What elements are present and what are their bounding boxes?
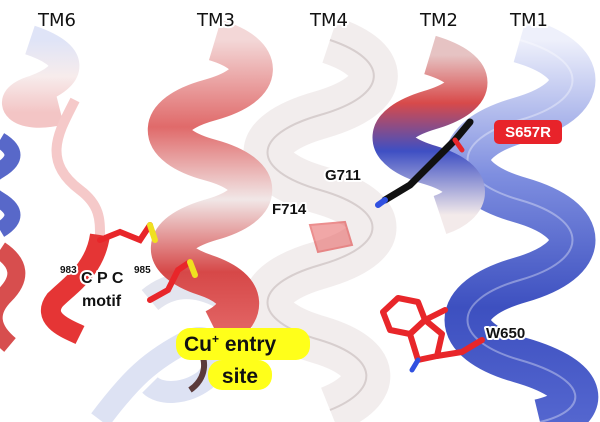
- site-text: site: [222, 365, 258, 388]
- cu-superscript: +: [212, 332, 219, 346]
- helix-tm4: [243, 17, 398, 422]
- cu-text: Cu: [184, 333, 212, 356]
- motif-word: motif: [82, 293, 122, 310]
- s657r-sidechain: [375, 118, 474, 208]
- f714-sidechain: [308, 220, 354, 254]
- label-tm2: TM2: [419, 10, 458, 31]
- w650-sidechain: [380, 295, 485, 373]
- cpc-motif-sticks: [97, 222, 198, 303]
- label-g711: G711: [325, 167, 361, 184]
- helix-tm6: [2, 25, 110, 345]
- label-tm6: TM6: [37, 10, 76, 31]
- label-tm3: TM3: [196, 10, 235, 31]
- motif-superscript-left: 983: [60, 265, 77, 276]
- helix-tm1: [444, 17, 598, 422]
- cu-entry-site-label: Cu+ entry site: [176, 328, 310, 390]
- label-tm1: TM1: [509, 10, 548, 31]
- label-w650: W650: [486, 325, 525, 342]
- motif-letters: C P C: [81, 270, 124, 287]
- svg-text:Cu+ entry: Cu+ entry: [184, 332, 277, 356]
- label-tm4: TM4: [309, 10, 348, 31]
- motif-superscript-right: 985: [134, 265, 151, 276]
- helix-tm3: [147, 19, 273, 349]
- label-f714: F714: [272, 201, 307, 218]
- s657r-badge: S657R: [494, 120, 562, 144]
- entry-text: entry: [219, 333, 277, 356]
- cpc-motif-label: 983 C P C 985 motif: [58, 263, 153, 312]
- helix-tm2: [372, 35, 488, 234]
- label-s657r: S657R: [505, 124, 551, 141]
